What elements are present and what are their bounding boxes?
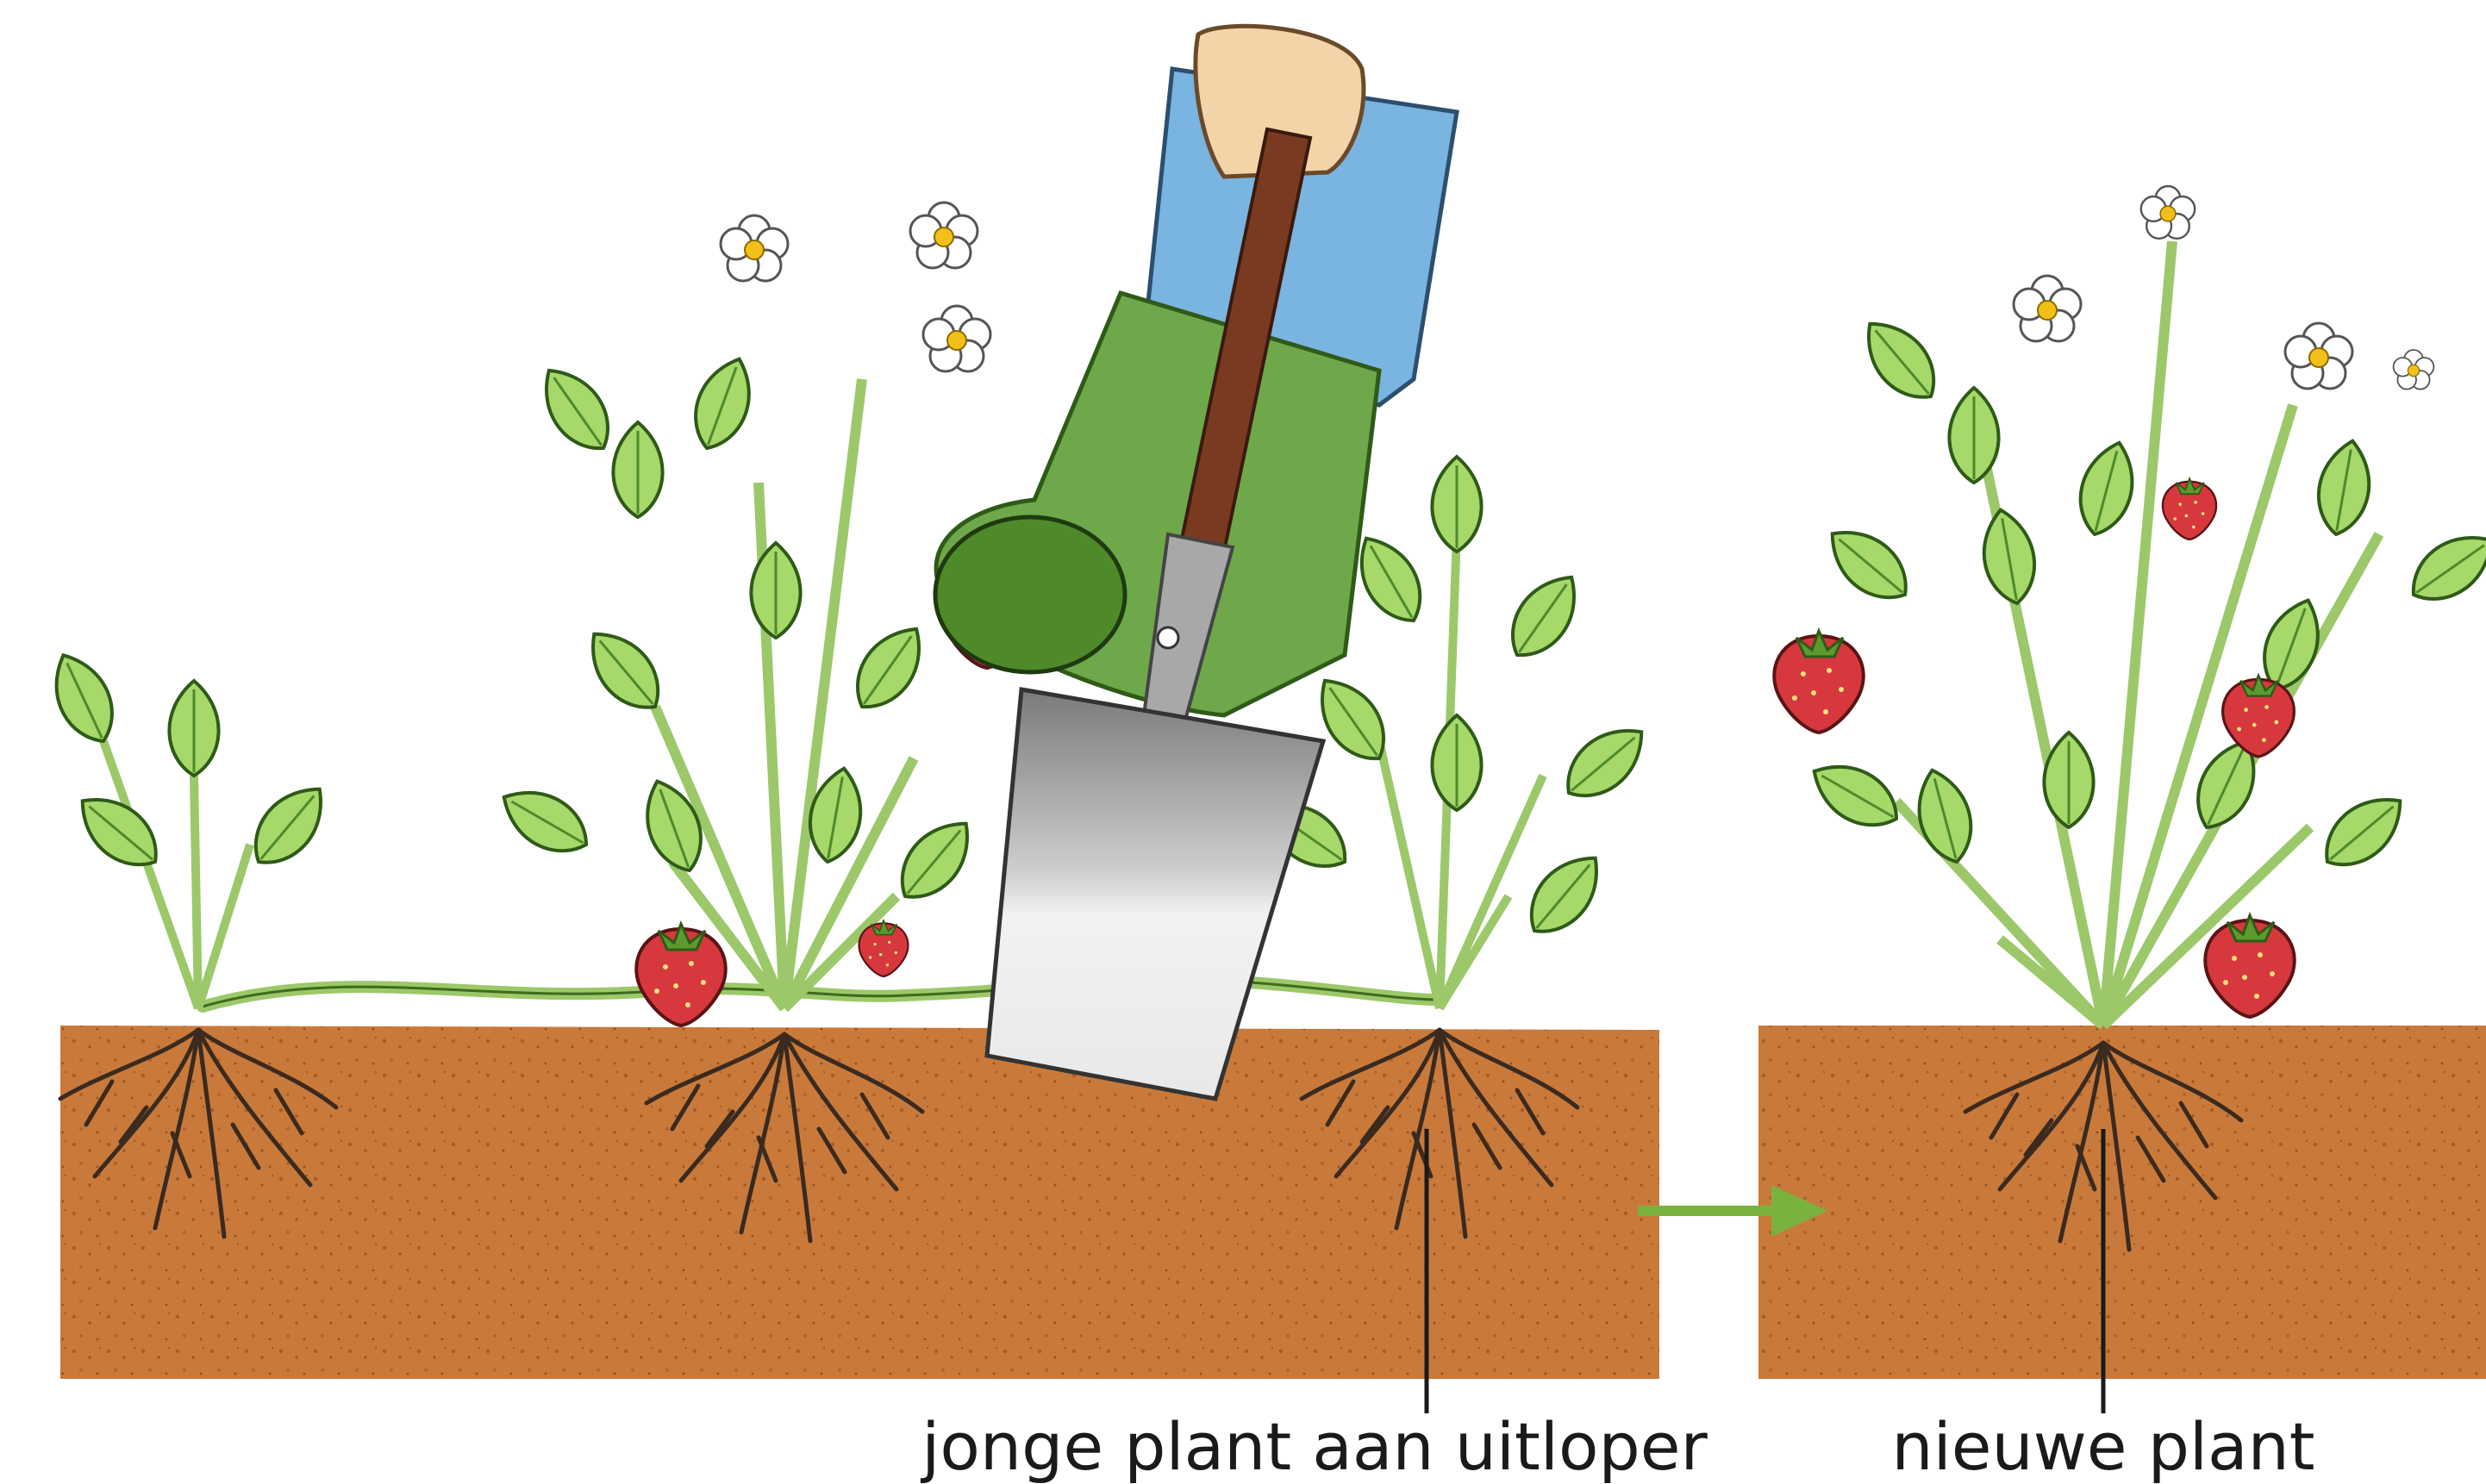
new-plant (1774, 186, 2486, 1026)
new-plant-label: nieuwe plant (1891, 1408, 2314, 1484)
soil-left (60, 1026, 1659, 1379)
runner-plant-label: jonge plant aan uitloper (920, 1408, 1708, 1484)
young-plant-left (41, 645, 339, 1008)
